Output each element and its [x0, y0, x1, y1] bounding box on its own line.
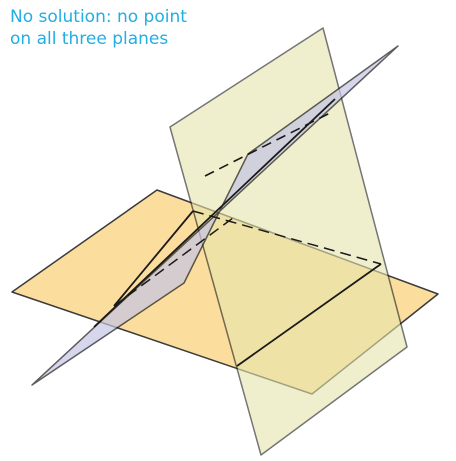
intersection-line-slanted-horizontal	[113, 210, 194, 307]
vertical-plane	[169, 27, 408, 456]
caption-line-1: No solution: no point	[10, 7, 187, 27]
intersection-line-slanted-vertical	[93, 98, 336, 328]
caption-line-2: on all three planes	[10, 29, 169, 49]
intersection-line-vertical-slanted	[204, 111, 333, 177]
intersection-line-slanted-horizontal-hidden	[113, 214, 238, 307]
intersection-line-horizontal-vertical-hidden	[192, 210, 382, 265]
intersection-line-horizontal-vertical	[236, 263, 382, 367]
diagram-caption: No solution: no point on all three plane…	[10, 6, 187, 50]
